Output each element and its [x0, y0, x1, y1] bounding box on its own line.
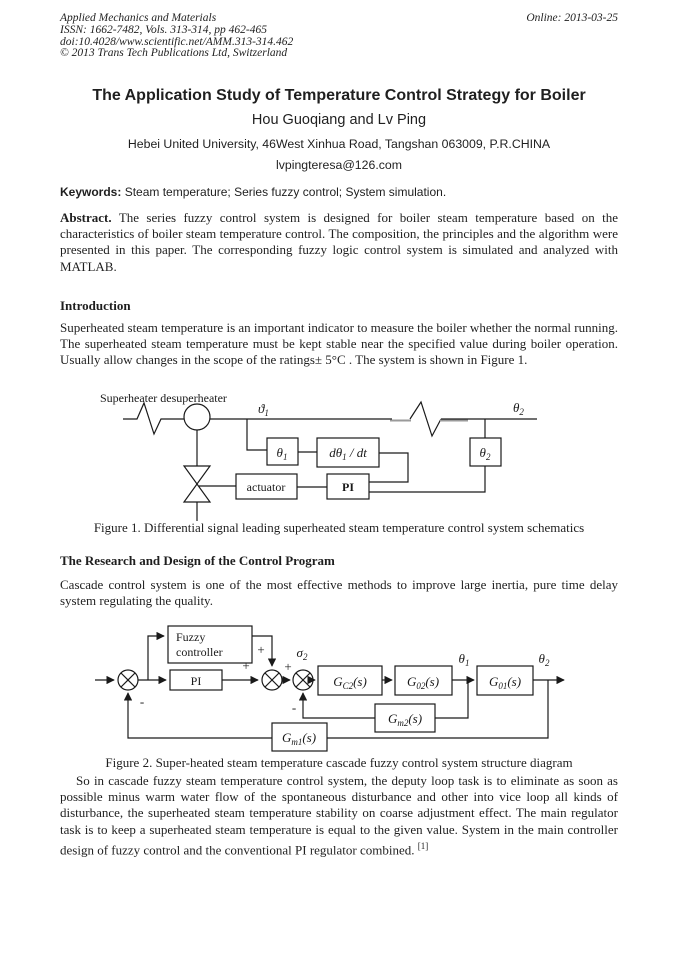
- fuzzy-label-line2: controller: [176, 645, 223, 659]
- journal-header: Applied Mechanics and Materials ISSN: 16…: [60, 12, 618, 60]
- theta2-box-label: θ2: [480, 445, 491, 462]
- pipe-theta2-label: θ2: [513, 400, 524, 417]
- minus-sum1: -: [140, 694, 144, 709]
- keywords-label: Keywords:: [60, 185, 122, 199]
- closing-paragraph: So in cascade fuzzy steam temperature co…: [60, 773, 618, 858]
- plus-fuzzy: +: [257, 642, 264, 657]
- gm1-label: Gm1(s): [282, 730, 316, 747]
- link-deriv-pi: [369, 452, 409, 483]
- online-date: Online: 2013-03-25: [526, 12, 618, 24]
- abstract-paragraph: Abstract. The series fuzzy control syste…: [60, 210, 618, 275]
- research-paragraph: Cascade control system is one of the mos…: [60, 577, 618, 609]
- minus-sum3: -: [292, 700, 296, 715]
- plus-pi: +: [242, 658, 249, 673]
- g01-label: G01(s): [489, 674, 521, 691]
- fuzzy-label-line1: Fuzzy: [176, 630, 205, 644]
- g02-label: G02(s): [407, 674, 439, 691]
- link-sum1-fuzzy: [147, 631, 165, 680]
- fuzzy-controller-box: [167, 625, 253, 664]
- g01-box: [476, 665, 534, 696]
- pipe-line-left: [123, 401, 184, 436]
- superheater-label: Superheater desuperheater: [100, 391, 227, 405]
- authors: Hou Guoqiang and Lv Ping: [251, 112, 427, 128]
- link-gm1-sum1: [123, 692, 272, 739]
- figure2-diagram: Fuzzy controller PI + + + σ2 GC2(s) G02(…: [95, 625, 565, 752]
- g02-box: [394, 665, 453, 696]
- sum1-x2: [120, 672, 136, 688]
- link-theta2-gm1: [327, 680, 549, 739]
- theta2-box: [469, 437, 502, 467]
- sigma2-label: σ2: [297, 645, 308, 662]
- theta2-node-label: θ2: [539, 651, 550, 668]
- figure1-diagram: Superheater desuperheater ϑ1 θ2 θ1 dθ1 /…: [100, 391, 537, 521]
- pipe-break-symbol: [409, 400, 442, 438]
- issn-line: ISSN: 1662-7482, Vols. 313-314, pp 462-4…: [60, 23, 267, 36]
- paper-title: The Application Study of Temperature Con…: [92, 87, 586, 104]
- plus-sum3: +: [284, 659, 291, 674]
- keywords-text: Steam temperature; Series fuzzy control;…: [121, 185, 447, 199]
- heading-research: The Research and Design of the Control P…: [60, 553, 335, 568]
- link-fuzzy-sum2: [252, 635, 277, 667]
- pi-controller-label: PI: [191, 674, 202, 688]
- gm2-box: [374, 703, 436, 733]
- theta1-box-label: θ1: [277, 445, 288, 462]
- doi-line: doi:10.4028/www.scientific.net/AMM.313-3…: [60, 35, 294, 48]
- citation-ref: [1]: [417, 840, 429, 851]
- introduction-paragraph: Superheated steam temperature is an impo…: [60, 320, 618, 368]
- figure1-caption: Figure 1. Differential signal leading su…: [93, 520, 585, 535]
- figure2-caption: Figure 2. Super-heated steam temperature…: [105, 755, 573, 770]
- link-theta2-pi: [369, 466, 486, 493]
- heading-introduction: Introduction: [60, 298, 131, 313]
- gc2-box: [317, 665, 383, 696]
- keywords-line: Keywords: Steam temperature; Series fuzz…: [60, 185, 618, 199]
- abstract-text: The series fuzzy control system is desig…: [60, 210, 618, 274]
- theta1-node-label: θ1: [459, 651, 470, 668]
- pi-box-label: PI: [342, 480, 354, 494]
- valve-upper-triangle: [182, 465, 212, 486]
- sum2-x2: [264, 672, 280, 688]
- link-gm2-sum3: [298, 692, 375, 719]
- copyright-line: © 2013 Trans Tech Publications Ltd, Swit…: [60, 47, 288, 60]
- affiliation: Hebei United University, 46West Xinhua R…: [127, 137, 551, 151]
- email: lvpingteresa@126.com: [276, 158, 402, 172]
- desuperheater-circle: [183, 403, 211, 431]
- gm2-label: Gm2(s): [388, 711, 422, 728]
- derivative-box: [316, 437, 380, 468]
- pipe-theta1-label: ϑ1: [258, 401, 269, 418]
- sum3-x2: [295, 672, 311, 688]
- gm1-box: [271, 722, 328, 752]
- actuator-box-label: actuator: [247, 480, 286, 494]
- gc2-label: GC2(s): [333, 674, 367, 691]
- abstract-label: Abstract.: [60, 210, 112, 225]
- tap-theta1: [246, 419, 267, 451]
- valve-lower-triangle: [182, 482, 212, 503]
- derivative-box-label: dθ1 / dt: [329, 445, 367, 462]
- link-theta1-gm2: [435, 680, 469, 719]
- journal-header-left: Applied Mechanics and Materials ISSN: 16…: [60, 12, 294, 60]
- closing-text: So in cascade fuzzy steam temperature co…: [60, 773, 618, 858]
- pi-box: [326, 473, 370, 500]
- journal-name: Applied Mechanics and Materials: [60, 12, 217, 24]
